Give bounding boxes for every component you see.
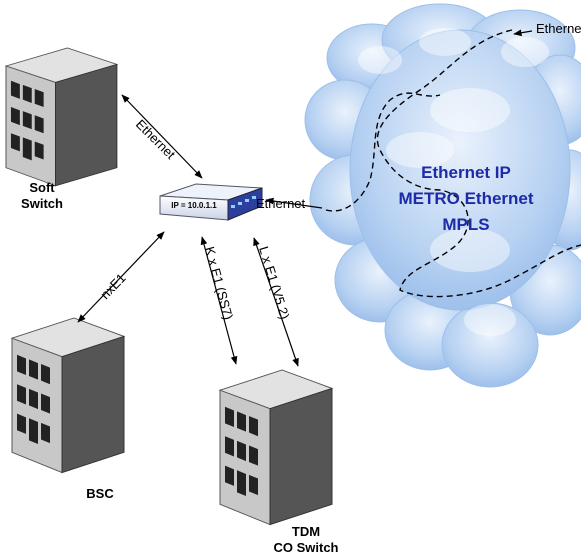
gateway-device-icon bbox=[159, 183, 263, 221]
cloud-edge-label: Ethernet bbox=[536, 21, 581, 36]
soft-switch-label-2: Switch bbox=[21, 196, 63, 211]
link-label-tdm-v52: L x E1 (V5.2) bbox=[256, 244, 292, 320]
link-label-bsc: nxE1 bbox=[97, 270, 128, 302]
bsc-building-icon bbox=[11, 317, 125, 474]
tdm-switch-building-icon bbox=[219, 369, 333, 526]
cloud-line-2: METRO Ethernet bbox=[398, 189, 533, 208]
bsc-label: BSC bbox=[86, 486, 114, 501]
cloud-line-1: Ethernet IP bbox=[421, 163, 511, 182]
link-label-soft-switch: Ethernet bbox=[133, 117, 179, 163]
soft-switch-building-icon bbox=[5, 47, 118, 187]
soft-switch-label-1: Soft bbox=[29, 180, 55, 195]
device-ip-label: IP = 10.0.1.1 bbox=[171, 201, 217, 210]
cloud-line-3: MPLS bbox=[442, 215, 489, 234]
link-label-cloud: Ethernet bbox=[256, 196, 306, 211]
network-cloud-icon bbox=[304, 3, 581, 388]
tdm-switch-label-1: TDM bbox=[292, 524, 320, 539]
tdm-switch-label-2: CO Switch bbox=[273, 540, 338, 555]
link-label-tdm-ss7: K x E1 (SS7) bbox=[202, 245, 236, 321]
